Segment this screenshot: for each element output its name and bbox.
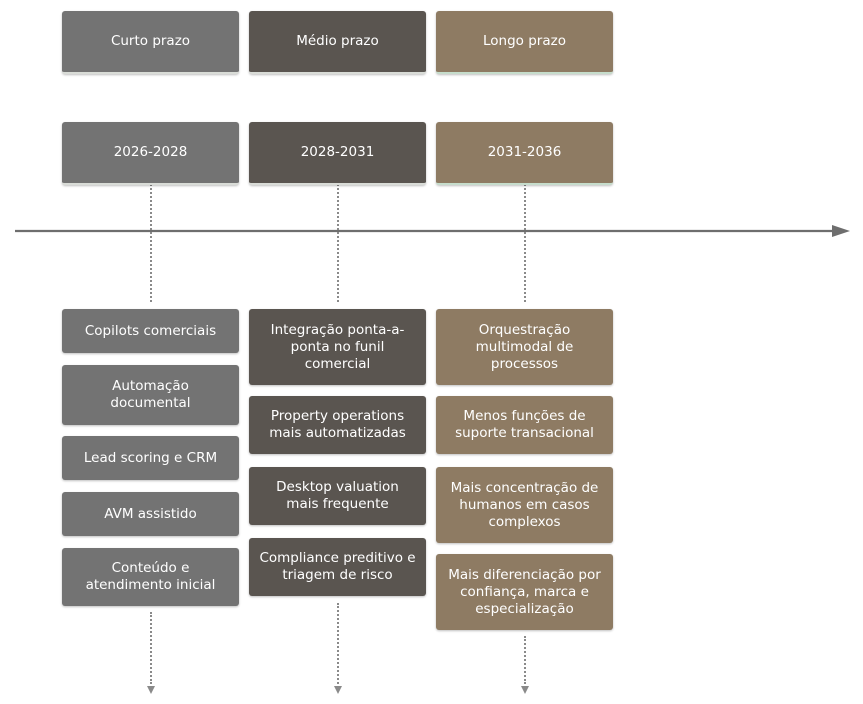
arrow-down-medium [334, 686, 342, 694]
long-item: Menos funções de suporte transacional [436, 396, 613, 454]
phase-years-short: 2026-2028 [62, 122, 239, 185]
arrow-down-short [147, 686, 155, 694]
timeline-arrowhead [832, 225, 850, 237]
phase-label-medium: Médio prazo [249, 11, 426, 74]
connector-medium-bottom [337, 603, 339, 684]
short-item: Copilots comerciais [62, 309, 239, 353]
phase-years-long: 2031-2036 [436, 122, 613, 185]
medium-item: Desktop valuation mais frequente [249, 467, 426, 525]
connector-long-top [524, 184, 526, 302]
long-item: Mais diferenciação por confiança, marca … [436, 554, 613, 630]
short-item: Conteúdo e atendimento inicial [62, 548, 239, 606]
phase-label-long: Longo prazo [436, 11, 613, 74]
short-item: AVM assistido [62, 492, 239, 536]
short-item: Automação documental [62, 365, 239, 425]
connector-short-top [150, 184, 152, 302]
long-item: Mais concentração de humanos em casos co… [436, 467, 613, 543]
phase-label-short: Curto prazo [62, 11, 239, 74]
phase-years-medium: 2028-2031 [249, 122, 426, 185]
medium-item: Compliance preditivo e triagem de risco [249, 538, 426, 596]
connector-short-bottom [150, 612, 152, 684]
connector-medium-top [337, 184, 339, 302]
short-item: Lead scoring e CRM [62, 436, 239, 480]
arrow-down-long [521, 686, 529, 694]
medium-item: Property operations mais automatizadas [249, 396, 426, 454]
connector-long-bottom [524, 636, 526, 684]
medium-item: Integração ponta-a-ponta no funil comerc… [249, 309, 426, 385]
long-item: Orquestração multimodal de processos [436, 309, 613, 385]
